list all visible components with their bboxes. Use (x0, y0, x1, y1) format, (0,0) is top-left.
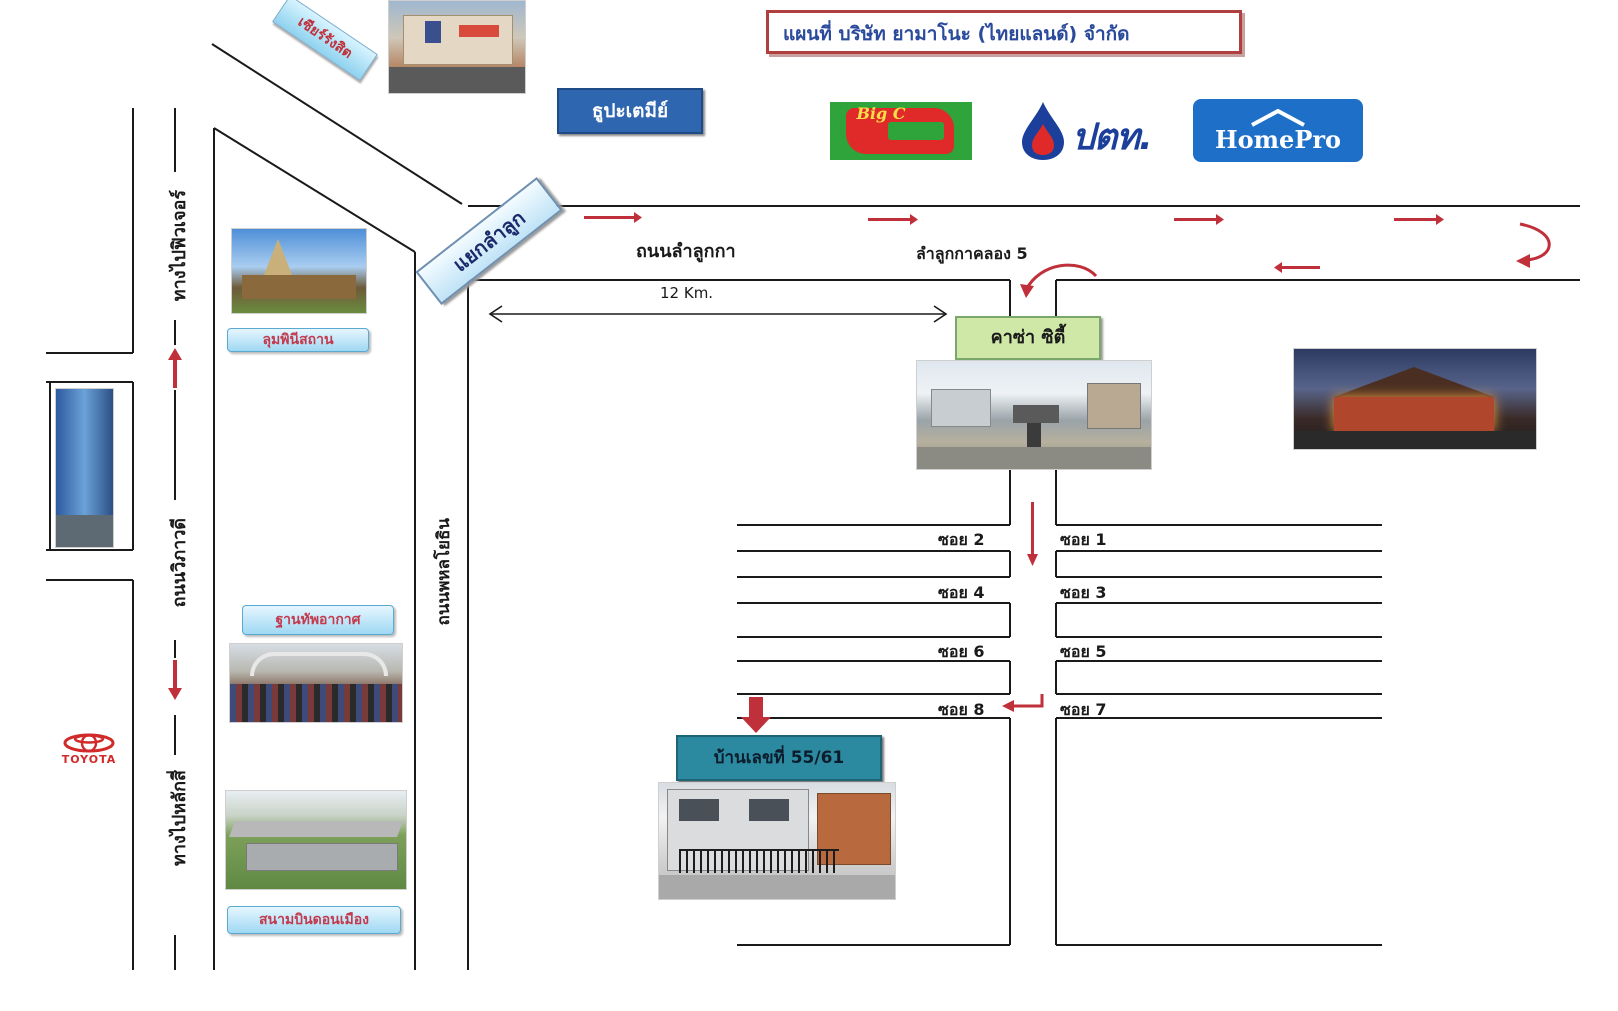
ptt-drop-icon (1022, 102, 1064, 160)
to-laksi-label: ทางไปหลักสี่ (169, 770, 190, 867)
direction-arrows (168, 212, 1444, 733)
ptt-logo-text: ปตท. (1072, 117, 1153, 158)
glass-building-photo (55, 388, 114, 548)
map-title: แผนที่ บริษัท ยามาโนะ (ไทยแลนด์) จำกัด (766, 10, 1242, 54)
bigc-logo: Big C (830, 102, 972, 160)
homepro-logo: HomePro (1193, 99, 1363, 162)
don-mueang-photo (225, 790, 407, 890)
vibhavadi-road-label: ถนนวิภาวดี (169, 518, 190, 608)
soi-1-label: ซอย 1 (1060, 530, 1107, 549)
road-klong5-label: ลำลูกกาคลอง 5 (916, 244, 1028, 263)
air-force-label: ฐานทัพอากาศ (242, 605, 394, 635)
don-mueang-label: สนามบินดอนเมือง (227, 906, 401, 934)
distance-arrow (488, 305, 948, 323)
sign-casa-city: คาซ่า ซิตี้ (955, 316, 1101, 360)
soi-7-label: ซอย 7 (1060, 700, 1107, 719)
to-future-park-label: ทางไปฟิวเจอร์ (169, 190, 190, 302)
casa-city-photo (916, 360, 1152, 470)
house-roof-icon (1251, 108, 1305, 127)
ptt-logo: ปตท. (1020, 100, 1180, 162)
toyota-logo: TOYOTA (53, 733, 125, 767)
air-force-photo (229, 643, 403, 723)
soi-8-label: ซอย 8 (938, 700, 985, 719)
lumpini-photo (231, 228, 367, 314)
toyota-logo-text: TOYOTA (61, 753, 117, 766)
house-photo (658, 782, 896, 900)
toyota-emblem-icon (63, 733, 115, 753)
sign-thupatemee: ธูปะเตมีย์ (557, 88, 703, 134)
soi-4-label: ซอย 4 (938, 583, 985, 602)
homepro-logo-text: HomePro (1214, 125, 1342, 154)
soi-5-label: ซอย 5 (1060, 642, 1107, 661)
sign-house-number: บ้านเลขที่ 55/61 (676, 735, 882, 781)
phahonyothin-road-label: ถนนพหลโยธิน (434, 518, 454, 626)
distance-label: 12 Km. (660, 284, 714, 302)
soi-6-label: ซอย 6 (938, 642, 985, 661)
soi-3-label: ซอย 3 (1060, 583, 1107, 602)
road-lam-luk-ka-label: ถนนลำลูกกา (636, 241, 736, 262)
soi-2-label: ซอย 2 (938, 530, 985, 549)
restaurant-photo (1293, 348, 1537, 450)
bigc-logo-text: Big C (856, 104, 906, 123)
lumpini-label: ลุมพินีสถาน (227, 328, 369, 352)
future-park-photo (388, 0, 526, 94)
